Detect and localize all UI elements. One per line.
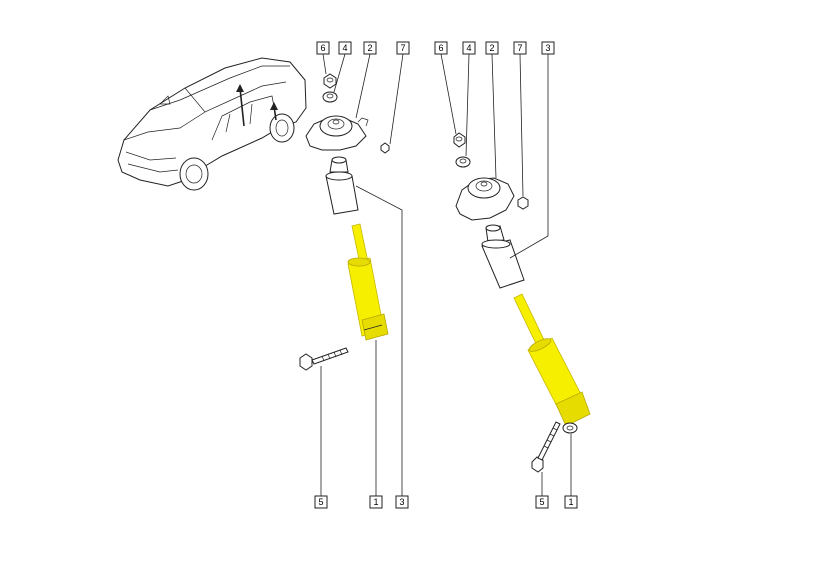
- callout-4: 4: [462, 41, 476, 55]
- shock-absorber-part: [513, 293, 591, 434]
- callout-label: 6: [320, 43, 325, 53]
- bolt-part: [531, 421, 561, 473]
- dust-boot-part: [325, 156, 359, 215]
- callout-5: 5: [314, 495, 328, 509]
- callout-7: 7: [396, 41, 410, 55]
- callout-2: 2: [363, 41, 377, 55]
- callout-label: 4: [466, 43, 471, 53]
- small-nut-part: [380, 142, 390, 154]
- callout-label: 7: [400, 43, 405, 53]
- callouts-right-bottom: 5 1: [535, 495, 578, 509]
- top-mount-part: [305, 115, 369, 151]
- callout-1: 1: [564, 495, 578, 509]
- vehicle-illustration: [117, 57, 307, 191]
- callout-3: 3: [541, 41, 555, 55]
- callout-4: 4: [338, 41, 352, 55]
- callout-label: 7: [517, 43, 522, 53]
- callout-label: 2: [489, 43, 494, 53]
- callout-6: 6: [316, 41, 330, 55]
- top-mount-part: [455, 177, 515, 221]
- callout-label: 1: [568, 497, 573, 507]
- callout-label: 2: [367, 43, 372, 53]
- right-shock-assembly: [453, 132, 591, 473]
- callout-label: 3: [545, 43, 550, 53]
- leader-lines: [320, 53, 572, 496]
- nut-part: [453, 132, 466, 148]
- washer-part: [322, 91, 338, 103]
- callout-1: 1: [369, 495, 383, 509]
- callout-3: 3: [395, 495, 409, 509]
- shock-absorber-part: [347, 223, 389, 341]
- callout-label: 5: [539, 497, 544, 507]
- callouts-left-top: 6 4 2 7: [316, 41, 410, 55]
- nut-part: [323, 73, 337, 89]
- dust-boot-part: [481, 224, 525, 289]
- callout-7: 7: [513, 41, 527, 55]
- callout-label: 1: [373, 497, 378, 507]
- small-nut-part: [517, 196, 529, 210]
- callout-6: 6: [434, 41, 448, 55]
- bolt-part: [299, 347, 349, 371]
- callout-label: 4: [342, 43, 347, 53]
- callouts-left-bottom: 5 1 3: [314, 495, 409, 509]
- callouts-right-top: 6 4 2 7 3: [434, 41, 555, 55]
- callout-label: 3: [399, 497, 404, 507]
- washer-part: [455, 156, 471, 168]
- callout-label: 6: [438, 43, 443, 53]
- callout-5: 5: [535, 495, 549, 509]
- callout-2: 2: [485, 41, 499, 55]
- callout-label: 5: [318, 497, 323, 507]
- left-shock-assembly: [299, 73, 390, 371]
